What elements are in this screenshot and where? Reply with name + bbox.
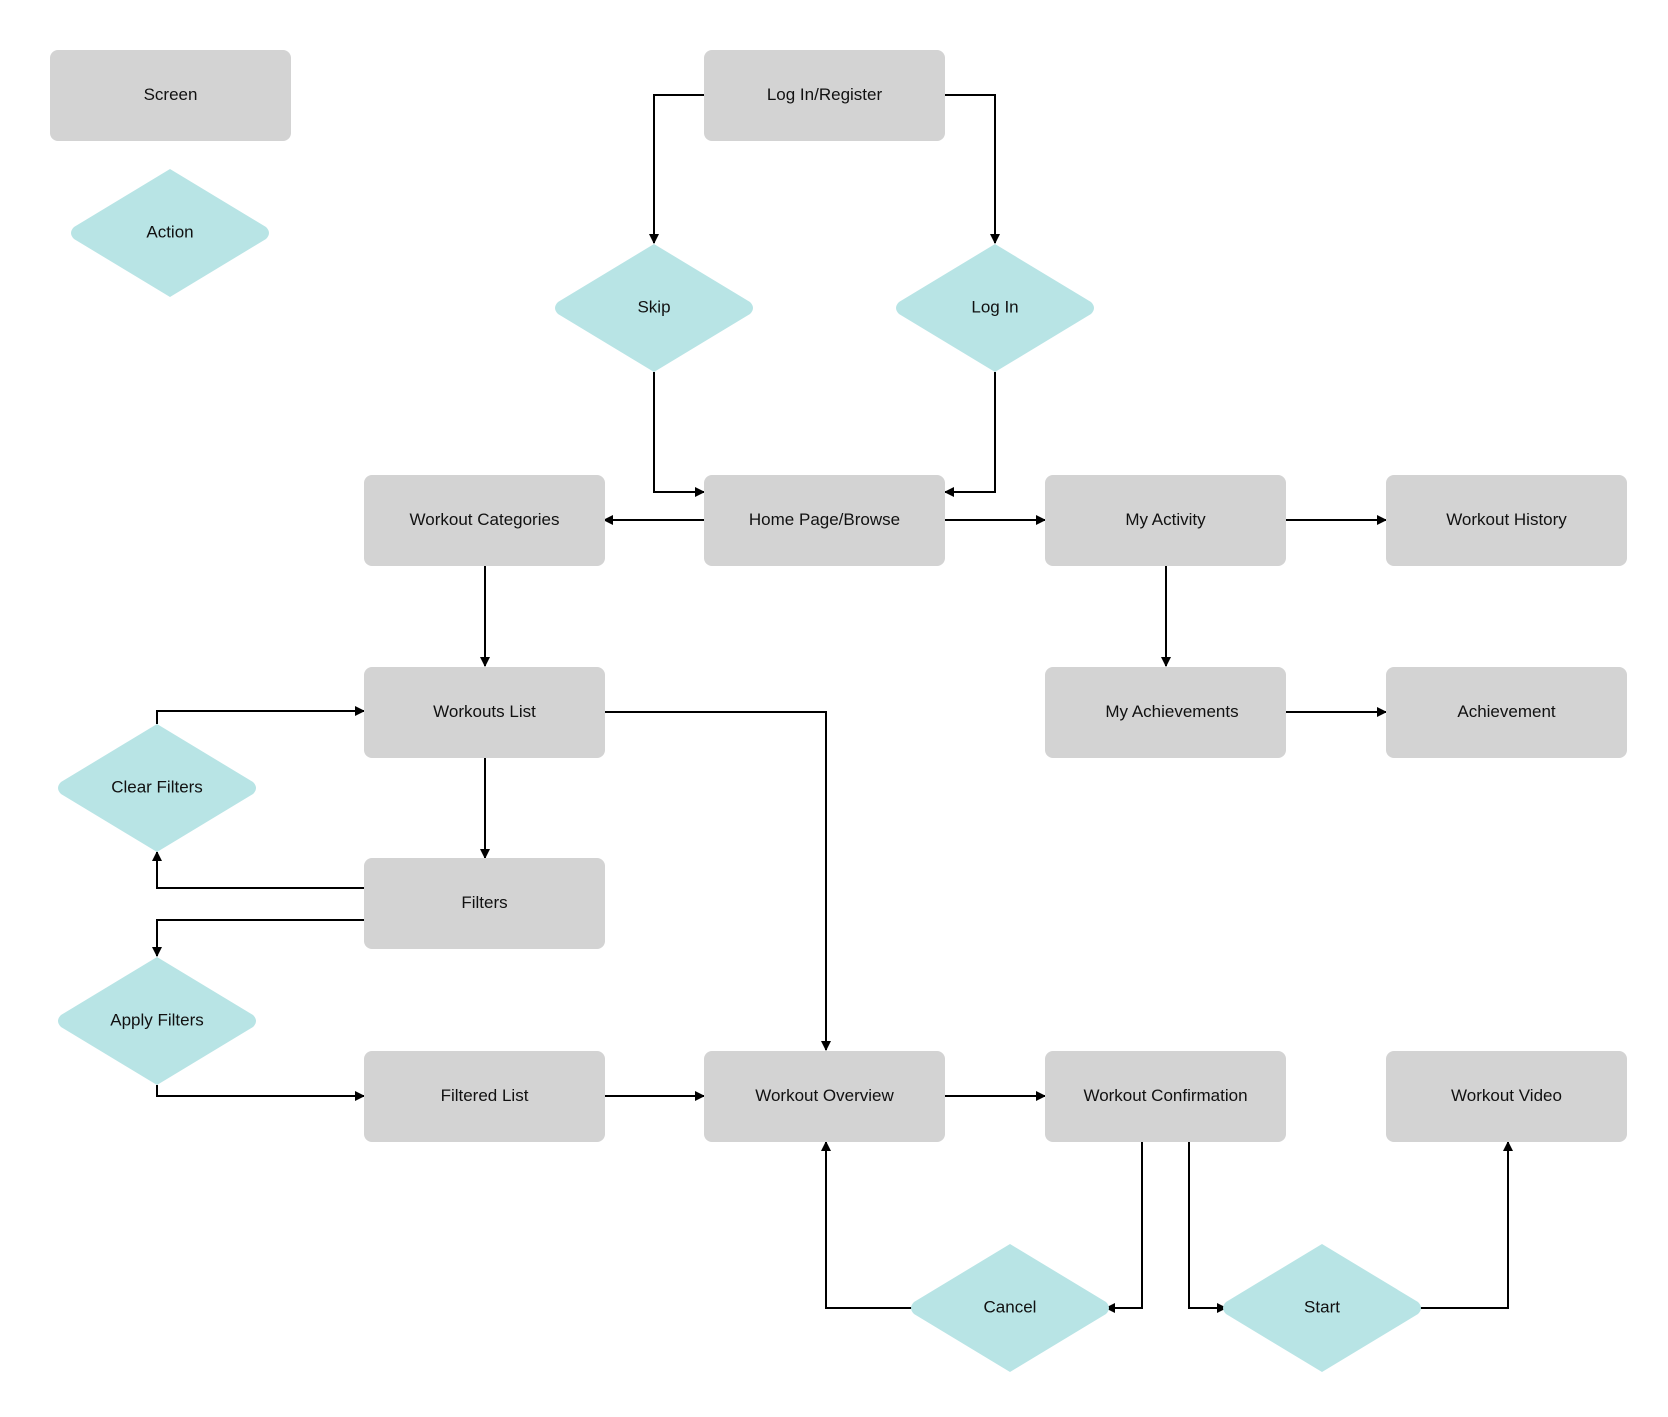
screen-workout-categories-label: Workout Categories	[410, 510, 560, 529]
screen-workout-overview: Workout Overview	[704, 1051, 945, 1142]
screen-workout-categories: Workout Categories	[364, 475, 605, 566]
action-start: Start	[1223, 1244, 1421, 1372]
legend-action: Action	[71, 169, 269, 298]
screen-home-browse-label: Home Page/Browse	[749, 510, 900, 529]
connector-login-action-to-home	[944, 372, 996, 497]
action-cancel: Cancel	[911, 1244, 1109, 1372]
screen-my-achievements-label: My Achievements	[1105, 702, 1238, 721]
screen-workout-video-label: Workout Video	[1451, 1086, 1562, 1105]
screen-workout-confirmation-label: Workout Confirmation	[1083, 1086, 1247, 1105]
legend-action-label: Action	[146, 222, 193, 241]
screen-my-achievements: My Achievements	[1045, 667, 1286, 758]
screen-workout-overview-label: Workout Overview	[755, 1086, 894, 1105]
screen-filters: Filters	[364, 858, 605, 949]
screen-workout-history-label: Workout History	[1446, 510, 1567, 529]
screen-workouts-list-label: Workouts List	[433, 702, 536, 721]
action-cancel-label: Cancel	[984, 1297, 1037, 1316]
action-clear-filters-label: Clear Filters	[111, 777, 203, 796]
screen-my-activity: My Activity	[1045, 475, 1286, 566]
action-apply-filters: Apply Filters	[58, 957, 256, 1085]
screen-achievement-label: Achievement	[1457, 702, 1556, 721]
action-log-in-label: Log In	[971, 297, 1018, 316]
action-start-label: Start	[1304, 1297, 1340, 1316]
actions: Skip Log In Clear Filters Apply Filters …	[58, 244, 1421, 1372]
connector-cancel-to-overview	[821, 1141, 914, 1309]
legend: Screen Action	[50, 50, 291, 298]
legend-screen: Screen	[50, 50, 291, 141]
screen-login-register: Log In/Register	[704, 50, 945, 141]
screen-filtered-list-label: Filtered List	[441, 1086, 529, 1105]
screen-login-register-label: Log In/Register	[767, 85, 883, 104]
screen-workout-history: Workout History	[1386, 475, 1627, 566]
screen-workout-video: Workout Video	[1386, 1051, 1627, 1142]
connector-skip-to-home	[653, 372, 705, 497]
screen-filtered-list: Filtered List	[364, 1051, 605, 1142]
connectors	[152, 94, 1513, 1313]
screen-filters-label: Filters	[461, 893, 507, 912]
connector-clear-filters-to-workouts-list	[156, 706, 365, 724]
screen-achievement: Achievement	[1386, 667, 1627, 758]
screen-my-activity-label: My Activity	[1125, 510, 1206, 529]
action-skip-label: Skip	[637, 297, 670, 316]
legend-screen-label: Screen	[144, 85, 198, 104]
action-log-in: Log In	[896, 244, 1094, 372]
screen-workout-confirmation: Workout Confirmation	[1045, 1051, 1286, 1142]
connector-confirmation-to-cancel	[1105, 1142, 1143, 1313]
screen-home-browse: Home Page/Browse	[704, 475, 945, 566]
connector-login-to-skip	[649, 94, 704, 244]
action-skip: Skip	[555, 244, 753, 372]
connector-workouts-list-to-overview	[605, 711, 831, 1051]
screens: Log In/Register Home Page/Browse Workout…	[364, 50, 1627, 1142]
connector-login-to-login-action	[945, 94, 1000, 244]
connector-start-to-video	[1418, 1141, 1513, 1309]
screen-workouts-list: Workouts List	[364, 667, 605, 758]
connector-apply-filters-to-filtered-list	[156, 1085, 365, 1101]
action-apply-filters-label: Apply Filters	[110, 1010, 204, 1029]
action-clear-filters: Clear Filters	[58, 724, 256, 852]
connector-filters-to-apply-filters	[152, 919, 364, 957]
connector-filters-to-clear-filters	[152, 851, 364, 889]
connector-confirmation-to-start	[1188, 1142, 1227, 1313]
